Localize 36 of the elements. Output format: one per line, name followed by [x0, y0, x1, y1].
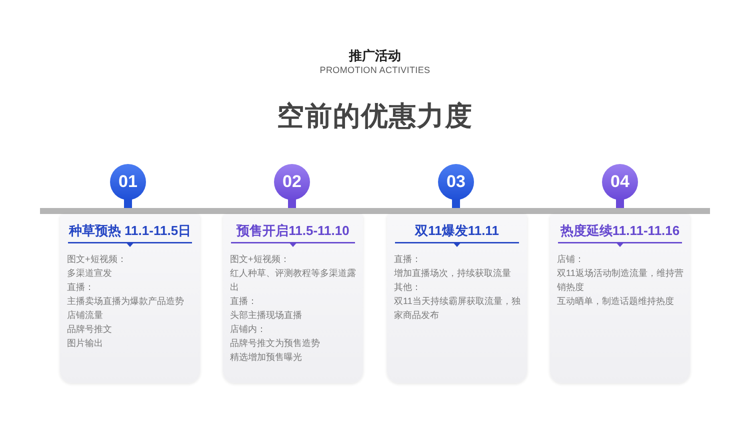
stage-card	[550, 214, 690, 383]
stage-note: 品牌号推文为预售造势	[230, 337, 320, 350]
stage-note: 品牌号推文	[67, 323, 112, 336]
stage-heading: 种草预热 11.1-11.5日	[68, 223, 192, 239]
stage-heading: 预售开启11.5-11.10	[236, 223, 350, 239]
stage-note: 直播：	[394, 253, 421, 266]
stage-heading: 双11爆发11.11	[415, 223, 499, 239]
stage-note: 红人种草、评测教程等多渠道露出	[230, 267, 357, 294]
stage-note: 图文+短视频：	[67, 253, 126, 266]
stage-card	[223, 214, 363, 383]
stage-note: 店铺内：	[230, 323, 266, 336]
stage-note: 头部主播现场直播	[230, 309, 302, 322]
stage-heading: 热度延续11.11-11.16	[560, 223, 680, 239]
step-circle: 01	[110, 164, 146, 200]
step-circle: 02	[274, 164, 310, 200]
stage-note: 互动晒单，制造话题维持热度	[557, 295, 674, 308]
stage-note: 图文+短视频：	[230, 253, 290, 266]
stage-note: 图片输出	[67, 337, 103, 350]
stage-note: 双11返场活动制造流量，维持营销热度	[557, 267, 684, 294]
stage-card	[387, 214, 527, 383]
stage-note: 多渠道宣发	[67, 267, 112, 280]
stage-note: 直播：	[67, 281, 94, 294]
page-subtitle: PROMOTION ACTIVITIES	[320, 65, 430, 76]
stage-note: 双11当天持续霸屏获取流量，独家商品发布	[394, 295, 521, 322]
stage-note: 直播：	[230, 295, 257, 308]
page-title: 推广活动	[349, 48, 401, 64]
stage-note: 精选增加预售曝光	[230, 351, 302, 364]
main-heading: 空前的优惠力度	[277, 100, 473, 132]
stage-note: 其他：	[394, 281, 421, 294]
stage-note: 增加直播场次，持续获取流量	[394, 267, 511, 280]
step-circle: 03	[438, 164, 474, 200]
stage-card	[60, 214, 200, 383]
step-circle: 04	[602, 164, 638, 200]
stage-note: 店铺流量	[67, 309, 103, 322]
stage-note: 主播卖场直播为爆款产品造势	[67, 295, 184, 308]
stage-note: 店铺：	[557, 253, 584, 266]
